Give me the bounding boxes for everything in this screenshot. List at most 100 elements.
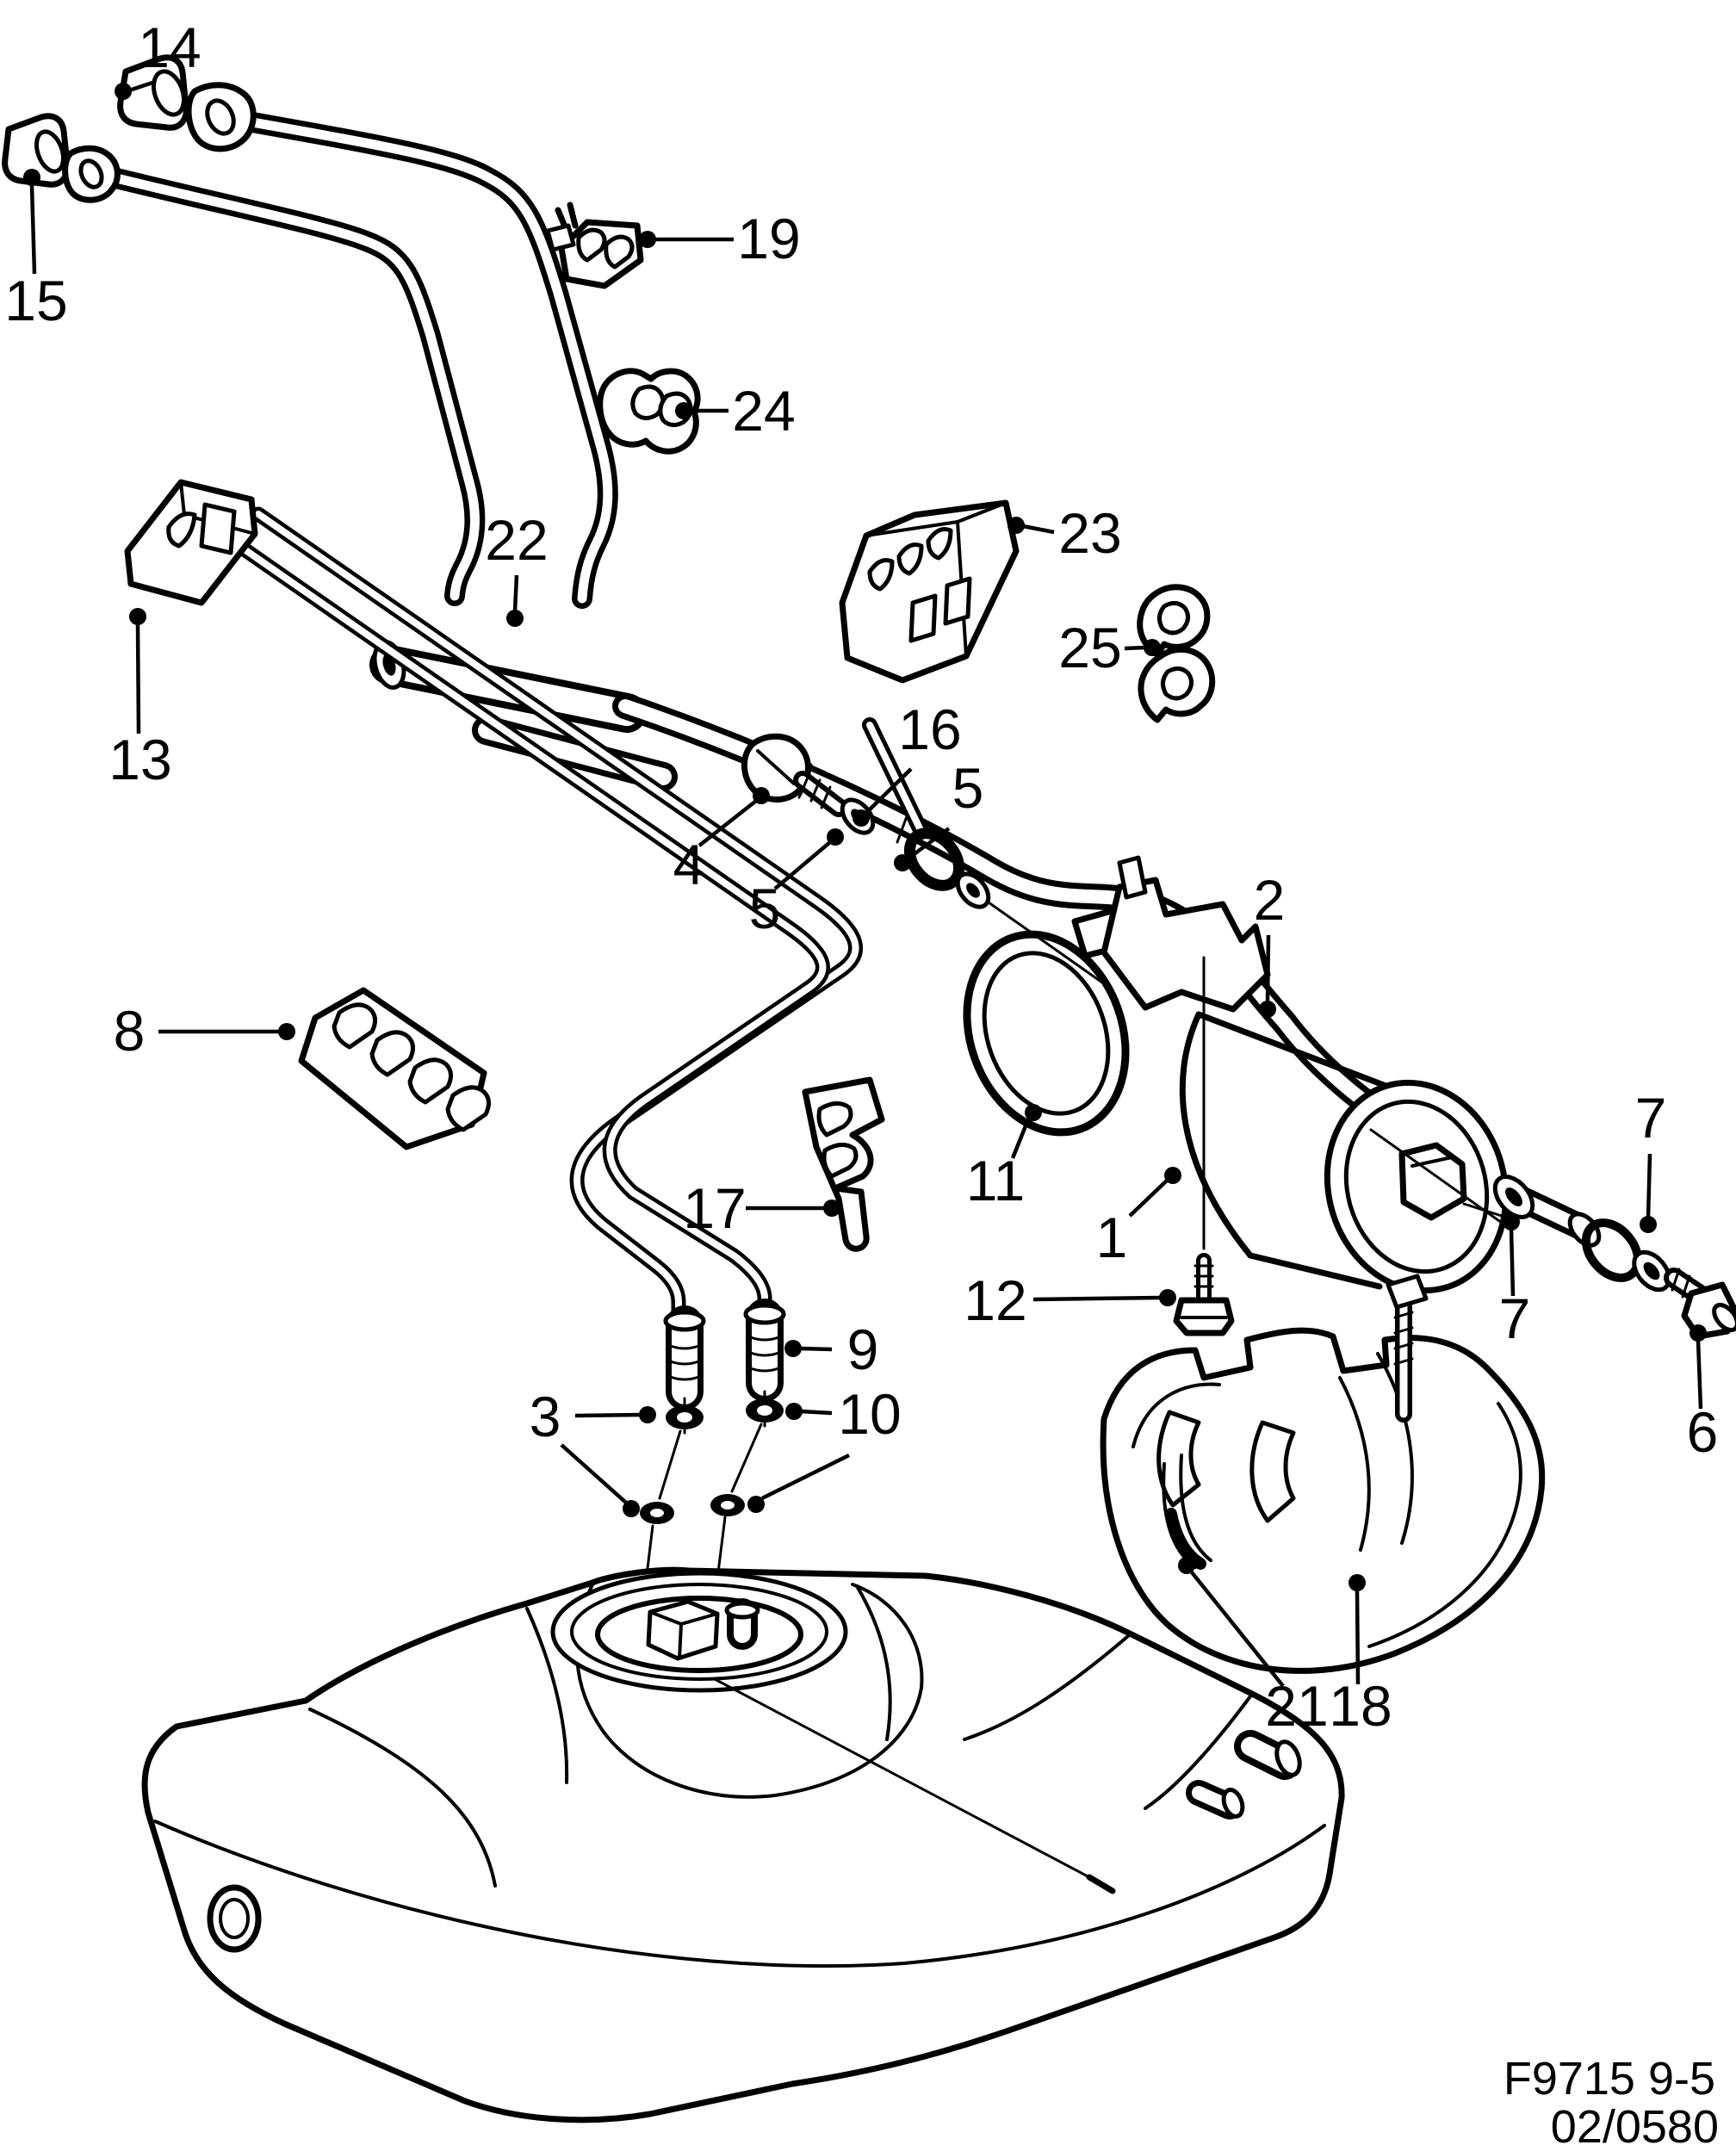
callout-13-label: 13 [108,728,171,791]
callout-5-label: 5 [952,756,984,820]
callout-19-label: 19 [737,207,800,270]
pipe-clip-25 [1137,584,1216,723]
callout-9-dot [784,1340,802,1357]
callout-25-label: 25 [1058,616,1121,679]
callout-23-leader [1022,524,1055,535]
callout-13-dot [129,608,146,625]
banjo-eye [1581,1218,1643,1282]
callout-21-label: 21 [1265,1674,1328,1738]
tank-outlets [1186,1730,1302,1820]
pipe-clip-8 [298,987,491,1150]
callout-19-dot [639,231,656,248]
callout-9-leader [799,1346,833,1352]
callout-4-dot [753,787,770,804]
cover-slot [1249,1420,1296,1523]
callout-1-label: 1 [1096,1206,1128,1269]
filter-rear-edge [1179,1011,1254,1259]
callout-10-dot [747,1496,765,1513]
pipe-clip-13 [124,479,258,606]
callout-7-label: 7 [1635,1086,1667,1150]
callout-12-leader [1032,1295,1162,1302]
front-fuel-pipes [2,54,618,609]
callout-15-label: 15 [4,269,67,332]
callout-10-leader [761,1453,850,1501]
callout-2-label: 2 [1254,868,1286,932]
fuel-tank [141,1566,1345,2123]
callout-5-label: 5 [749,877,781,940]
callout-14-label: 14 [138,15,201,79]
callout-3-leader [560,1443,628,1504]
tank-feed-pipes [223,506,864,1325]
pump-connector-box [646,1599,720,1661]
callout-15-dot [23,169,40,186]
assembly-axis-line [987,901,1113,990]
callout-5-dot [894,854,911,871]
callout-10-leader [800,1409,833,1416]
callout-3-dot [639,1406,656,1423]
footer: F9715 9-5 02/0580 [1504,2053,1719,2145]
callout-6-label: 6 [1687,1400,1719,1464]
seal-rings [640,1390,784,1598]
tank-plug [207,1884,262,1953]
callout-11-dot [1025,1104,1042,1121]
sender-wire-tip [1086,1874,1116,1894]
pipe-clip-24 [597,368,701,455]
callout-16-label: 16 [898,697,961,761]
figure-number: F9715 9-5 [1504,2053,1715,2105]
callout-1-dot [1164,1167,1181,1184]
callout-10-label: 10 [838,1382,901,1446]
callout-18-label: 18 [1329,1674,1392,1738]
callout-16-leader [866,767,913,813]
callout-4-label: 4 [673,833,705,896]
bushing-16 [903,828,965,891]
pipe-end-fitting-14 [117,54,257,152]
callout-16-dot [852,809,870,827]
strap-screw [1386,1274,1429,1423]
pipe-clip-19 [545,201,644,289]
callout-12-dot [1159,1289,1176,1306]
callout-17-dot [823,1200,840,1217]
callout-15-leader [29,184,37,275]
callout-23-label: 23 [1058,501,1121,565]
callout-18-leader [1355,1589,1361,1685]
bracket-pin [1117,855,1148,900]
callout-13-leader [135,624,141,735]
callout-17-label: 17 [683,1176,746,1240]
callout-7-dot [1503,1213,1520,1231]
cover-slot [1156,1410,1201,1508]
pipe-clip-rail-23 [839,499,1020,684]
callout-3-leader [574,1412,642,1418]
pump-cover-18 [1100,1274,1546,1674]
callout-14-dot [115,83,132,100]
quick-connector-right [743,1299,786,1402]
callout-7-leader [1646,1153,1652,1218]
callout-8-label: 8 [114,999,146,1063]
callout-21-dot [1178,1557,1195,1574]
callout-1-leader [1128,1178,1169,1218]
callout-6-leader [1696,1339,1703,1410]
callout-2-dot [1259,1001,1276,1018]
callout-25-dot [1144,639,1161,656]
callout-7-leader [1509,1228,1516,1297]
callout-24-label: 24 [732,379,795,443]
sender-wire [713,1677,1091,1879]
pipe-end-fitting-15 [2,113,121,203]
callout-8-dot [278,1023,295,1040]
bracket-bolt-assembly [741,717,1113,990]
pipe-clip-17 [802,1076,885,1252]
callout-5-dot [827,828,844,846]
screw-12 [1173,1253,1235,1336]
callout-18-dot [1348,1574,1366,1591]
callout-22-leader [512,574,519,612]
callout-21-leader [1190,1571,1285,1688]
callout-22-dot [506,610,524,627]
callout-4-leader [698,799,758,847]
callout-7-dot [1640,1216,1657,1233]
callout-7-label: 7 [1499,1286,1531,1350]
filter-bracket [1100,855,1271,1250]
fuel-pipe-upper-core [180,105,613,604]
sender-flange [550,1571,848,1693]
